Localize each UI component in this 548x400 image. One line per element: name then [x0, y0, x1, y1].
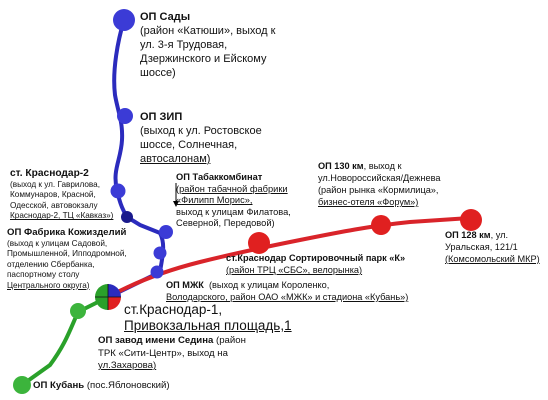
label-kozh: ОП Фабрика Кожизделий (выход к улицам Са…: [7, 227, 127, 291]
op130-name: ОП 130 км: [318, 161, 364, 171]
zip-desc-u: автосалонам): [140, 153, 211, 165]
sortir-desc-u: (район ТРЦ «СБС», велорынка): [226, 265, 363, 275]
op128-desc-1: Уральская, 121/1: [445, 242, 518, 252]
label-sady: ОП Сады (район «Катюши», выход к ул. 3-я…: [140, 10, 275, 80]
station-zip[interactable]: [117, 108, 133, 124]
krasnodar2-name: ст. Краснодар-2: [10, 168, 89, 179]
op130-desc-1: ул.Новороссийская/Дежнева: [318, 173, 441, 183]
op128-desc-u: (Комсомольский МКР): [445, 254, 540, 264]
krasnodar2-desc-3: Одесской, автовокзалу: [10, 200, 98, 210]
op128-name-tail: , ул.: [490, 230, 509, 240]
sedin-name: ОП завод имени Седина: [98, 335, 214, 346]
label-kuban: ОП Кубань (пос.Яблоновский): [33, 380, 170, 392]
krasnodar1-name: ст.Краснодар-1,: [124, 302, 223, 317]
tabak-name: ОП Табаккомбинат: [176, 172, 263, 182]
op130-desc-u: бизнес-отеля «Форум»): [318, 197, 419, 207]
tabak-pointer-arrowhead: [173, 201, 179, 207]
label-krasnodar2: ст. Краснодар-2 (выход к ул. Гаврилова, …: [10, 168, 113, 222]
label-mzhk: ОП МЖК (выход к улицам Короленко, Волода…: [166, 279, 408, 303]
op130-desc-2: (район рынка «Кормилица»,: [318, 185, 439, 195]
station-tabak[interactable]: [159, 225, 173, 239]
kuban-desc: (пос.Яблоновский): [84, 380, 170, 391]
tabak-desc-u-2: «Филипп Морис»,: [176, 195, 253, 206]
label-sedin: ОП завод имени Седина (район ТРК «Сити-Ц…: [98, 335, 246, 373]
station-130km[interactable]: [371, 215, 391, 235]
op128-name: ОП 128 км: [445, 230, 491, 240]
krasnodar1-name-u: Привокзальная площадь,1: [124, 318, 292, 333]
label-130km: ОП 130 км, выход к ул.Новороссийская/Деж…: [318, 160, 441, 208]
mzhk-desc-u: Володарского, район ОАО «МЖК» и стадиона…: [166, 292, 409, 302]
zip-desc-2: шоссе, Солнечная,: [140, 139, 238, 151]
zip-name: ОП ЗИП: [140, 111, 183, 123]
sedin-desc-u: ул.Захарова): [98, 360, 157, 372]
mzhk-desc: (выход к улицам Короленко,: [208, 280, 330, 290]
station-junction: [121, 211, 133, 223]
station-sortir[interactable]: [248, 232, 270, 254]
label-krasnodar1: ст.Краснодар-1, Привокзальная площадь,1: [124, 302, 292, 334]
krasnodar2-desc-2: Коммунаров, Красной,: [10, 190, 96, 200]
kozh-desc-u: Центрального округа): [7, 280, 90, 290]
kozh-desc-4: паспортному столу: [7, 270, 80, 280]
sedin-desc-1: ТРК «Сити-Центр», выход на: [98, 347, 228, 359]
label-zip: ОП ЗИП (выход к ул. Ростовское шоссе, Со…: [140, 110, 262, 166]
tabak-desc-1: выход к улицам Филатова,: [176, 206, 291, 217]
green-line: [20, 295, 110, 387]
station-sedin[interactable]: [70, 303, 86, 319]
kozh-desc-1: (выход к улицам Садовой,: [7, 239, 108, 248]
sady-name: ОП Сады: [140, 11, 191, 23]
kozh-name: ОП Фабрика Кожизделий: [7, 227, 127, 238]
label-tabak: ОП Табаккомбинат (район табачной фабрики…: [176, 172, 291, 230]
station-krasnodar2[interactable]: [110, 183, 126, 199]
station-kuban[interactable]: [13, 376, 31, 394]
station-mzhk[interactable]: [150, 265, 164, 279]
kuban-name: ОП Кубань: [33, 380, 85, 391]
tabak-desc-2: Северной, Передовой): [176, 218, 275, 229]
label-sortir: ст.Краснодар Сортировочный парк «К» (рай…: [226, 252, 405, 276]
krasnodar2-desc-u: Краснодар-2, ТЦ «Кавказ»): [10, 211, 114, 221]
sady-desc-4: шоссе): [140, 67, 176, 79]
op130-name-tail: , выход к: [363, 161, 402, 171]
sedin-name-tail: (район: [213, 335, 246, 346]
kozh-desc-2: Промышленной, Ипподромной,: [7, 249, 127, 259]
station-128km[interactable]: [460, 209, 482, 231]
label-128km: ОП 128 км, ул. Уральская, 121/1 (Комсомо…: [445, 229, 540, 265]
sortir-name: ст.Краснодар Сортировочный парк «К»: [226, 253, 406, 263]
kozh-desc-3: отделению Сбербанка,: [7, 259, 95, 269]
sady-desc-1: (район «Катюши», выход к: [140, 25, 276, 37]
mzhk-name: ОП МЖК: [166, 280, 204, 290]
station-krasnodar1-hub[interactable]: [95, 284, 121, 310]
sady-desc-2: ул. 3-я Трудовая,: [140, 39, 228, 51]
station-sady[interactable]: [113, 9, 135, 31]
tabak-desc-u-1: (район табачной фабрики: [176, 183, 288, 194]
sady-desc-3: Дзержинского и Ейскому: [140, 53, 267, 65]
krasnodar2-desc-1: (выход к ул. Гаврилова,: [10, 180, 100, 189]
zip-desc-1: (выход к ул. Ростовское: [140, 125, 262, 137]
station-kozh[interactable]: [153, 246, 167, 260]
